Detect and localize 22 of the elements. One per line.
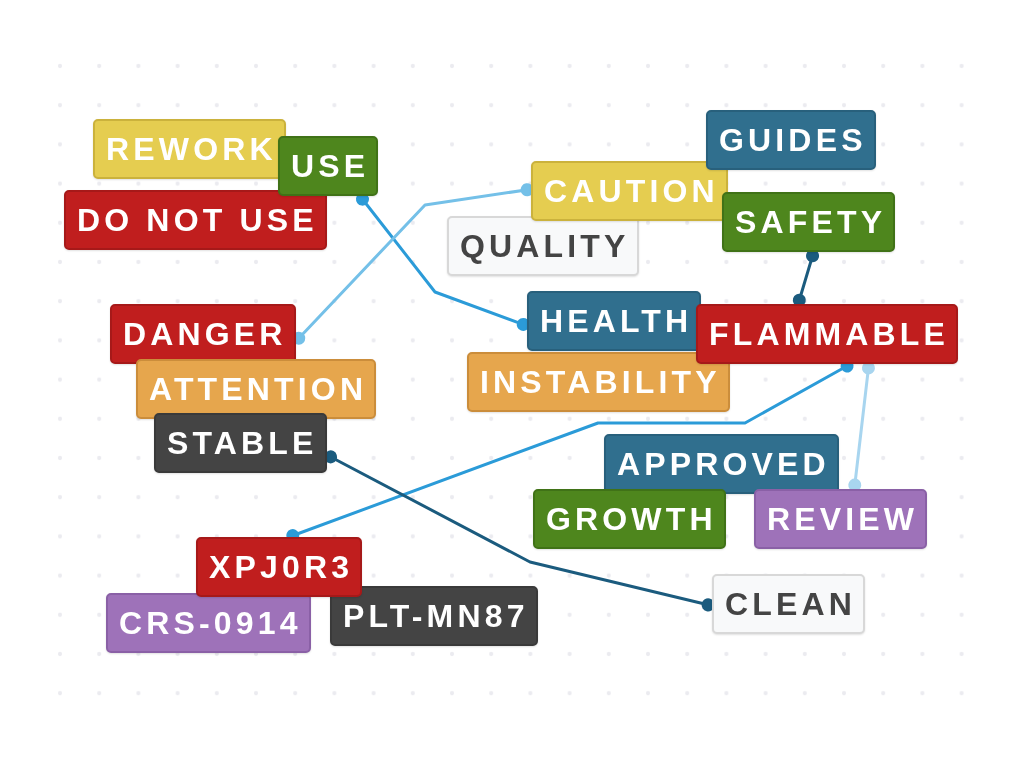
word-tag: FLAMMABLE bbox=[696, 304, 959, 364]
connector-line bbox=[792, 249, 820, 307]
word-tag: DO NOT USE bbox=[64, 190, 327, 250]
word-tag: STABLE bbox=[154, 413, 327, 473]
word-tag: CLEAN bbox=[712, 574, 866, 634]
word-tag: APPROVED bbox=[604, 434, 839, 494]
word-tag: HEALTH bbox=[527, 291, 702, 351]
word-tag: REWORK bbox=[93, 119, 286, 179]
word-tag: INSTABILITY bbox=[467, 352, 730, 412]
word-tag: GROWTH bbox=[533, 489, 726, 549]
word-tag: DANGER bbox=[110, 304, 296, 364]
connector-line bbox=[848, 361, 875, 492]
word-tag: PLT-MN87 bbox=[330, 586, 538, 646]
word-tag: SAFETY bbox=[722, 192, 896, 252]
word-tag: GUIDES bbox=[706, 110, 876, 170]
word-tag: XPJ0R3 bbox=[196, 537, 363, 597]
word-tag: USE bbox=[278, 136, 379, 196]
word-tag: CRS-0914 bbox=[106, 593, 311, 653]
word-tag: CAUTION bbox=[531, 161, 728, 221]
word-tag: REVIEW bbox=[754, 489, 928, 549]
word-tag: QUALITY bbox=[447, 216, 639, 276]
word-tag: ATTENTION bbox=[136, 359, 377, 419]
